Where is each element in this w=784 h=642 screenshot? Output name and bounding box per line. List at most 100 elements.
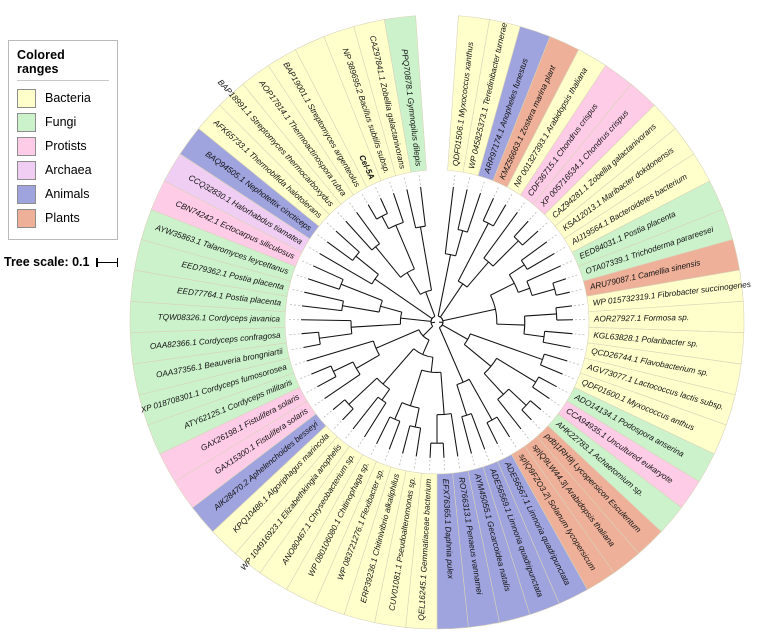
leaf-connector [480,179,486,192]
tree-branch [436,413,452,416]
leaf-connector [287,333,300,336]
leaf-connector [300,259,312,266]
leaf-connector [542,410,552,419]
leaf-connector [360,192,368,204]
tree-branch [342,305,380,313]
leaf-connector [347,200,356,211]
legend-item-plants[interactable]: Plants [17,206,109,230]
tree-branch [380,198,388,214]
tree-branch [523,333,545,338]
tree-branch [538,376,557,388]
leaf-label[interactable]: AOR27927.1 Formosa sp. [593,313,689,324]
legend-item-label: Bacteria [45,90,91,105]
leaf-connector [485,451,490,463]
color-range-wedge [384,15,427,173]
leaf-connector [548,233,559,241]
tree-branch [439,283,464,318]
tree-branch [301,331,319,335]
tree-branch [466,192,482,233]
leaf-label[interactable]: TQW08326.1 Cordyceps javanica [158,313,281,324]
tree-branch [429,443,432,458]
tree-branch [440,372,445,415]
scale-bar-icon [96,257,119,267]
leaf-connector [571,288,584,293]
tree-branch [420,186,426,227]
tree-branch [513,220,529,238]
tree-branch [466,261,489,288]
legend-item-animals[interactable]: Animals [17,182,109,206]
tree-branch [375,329,420,349]
leaf-connector [564,374,576,380]
leaf-connector [413,458,417,471]
tree-branch [406,189,417,229]
legend-item-archaea[interactable]: Archaea [17,158,109,182]
tree-branch [301,305,342,312]
tree-branch [363,402,387,438]
tree-branch [461,416,472,454]
leaf-connector [453,173,456,186]
legend-item-fungi[interactable]: Fungi [17,110,109,134]
legend-swatch-icon [17,112,36,132]
leaf-connector [498,445,505,457]
tree-branch [388,221,404,230]
tree-branch [341,300,344,311]
tree-branch [458,280,468,288]
tree-branch [356,212,380,245]
leaf-connector [558,387,570,394]
leaf-connector [569,361,581,366]
leaf-connector [493,185,500,197]
leaf-connector [307,246,319,253]
leaf-connector [555,246,567,253]
tree-branch [470,333,543,361]
legend-item-label: Plants [45,210,80,225]
tree-branch [311,365,332,375]
tree-branch [317,376,337,388]
legend-item-label: Animals [45,186,90,201]
tree-branch [414,407,420,428]
leaf-connector [336,210,345,220]
tree-branch [374,278,433,320]
tree-branch [376,377,390,390]
tree-branch [521,241,548,261]
leaf-connector [325,221,335,230]
leaf-connector [506,192,514,204]
tree-branch [422,339,430,355]
leaf-connector [471,455,476,468]
tree-branch [415,427,422,457]
tree-branch [394,402,403,420]
leaf-connector [298,374,310,380]
tree-branch [543,341,571,348]
leaf-connector [574,333,587,336]
tree-branch [345,220,373,251]
leaf-connector [288,303,301,307]
legend-item-bacteria[interactable]: Bacteria [17,86,109,110]
tree-branch [388,421,401,450]
tree-branch [333,361,354,372]
tree-branch [351,323,401,328]
leaf-connector [312,399,324,407]
tree-branch [301,319,352,322]
tree-branch [372,340,380,356]
tree-branch [526,281,533,296]
tree-branch [450,413,459,457]
tree-branch [496,323,525,326]
leaf-connector [428,459,431,472]
tree-branch [540,364,563,375]
tree-branch [409,425,421,429]
tree-branch [513,236,523,246]
leaf-connector [539,221,549,230]
tree-branch [496,357,537,383]
tree-branch [319,252,373,285]
tree-branch [415,225,426,229]
tree-branch [406,272,421,295]
dendrogram-branches [301,186,573,458]
legend-item-protists[interactable]: Protists [17,134,109,158]
tree-branch [496,416,511,438]
legend-item-label: Archaea [45,162,92,177]
tree-branch [381,215,389,229]
tree-branch [371,243,380,251]
tree-branch [355,255,379,275]
